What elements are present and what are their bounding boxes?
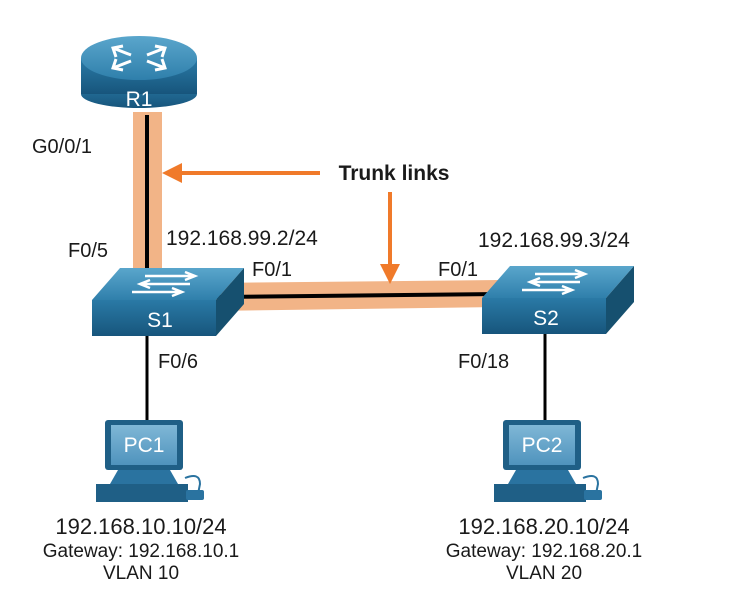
- iface-s1-f0-1: F0/1: [252, 259, 292, 281]
- pc1-label: PC1: [124, 434, 165, 457]
- pc-icon: [96, 420, 204, 502]
- switch-icon: [482, 266, 634, 334]
- ip-s2: 192.168.99.3/24: [478, 229, 630, 252]
- callout-trunk-links: Trunk links: [339, 162, 450, 185]
- link-s1-s2: [214, 292, 501, 299]
- pc1-ip: 192.168.10.10/24: [55, 514, 226, 539]
- pc-icon: [494, 420, 602, 502]
- iface-r1-g0-0-1: G0/0/1: [32, 136, 92, 158]
- iface-s1-f0-5: F0/5: [68, 240, 108, 262]
- router-label: R1: [126, 88, 153, 111]
- iface-s2-f0-18: F0/18: [458, 351, 509, 373]
- router-icon: [81, 36, 197, 108]
- switch-s2-label: S2: [533, 307, 559, 330]
- pc2-gateway: Gateway: 192.168.20.1: [446, 541, 642, 562]
- ip-s1: 192.168.99.2/24: [166, 227, 318, 250]
- pc2-vlan: VLAN 20: [506, 563, 582, 584]
- iface-s1-f0-6: F0/6: [158, 351, 198, 373]
- switch-s1-label: S1: [147, 309, 173, 332]
- pc2-label: PC2: [522, 434, 563, 457]
- pc2-ip: 192.168.20.10/24: [458, 514, 629, 539]
- switch-icon: [92, 268, 244, 336]
- pc1-vlan: VLAN 10: [103, 563, 179, 584]
- iface-s2-f0-1: F0/1: [438, 259, 478, 281]
- pc1-gateway: Gateway: 192.168.10.1: [43, 541, 239, 562]
